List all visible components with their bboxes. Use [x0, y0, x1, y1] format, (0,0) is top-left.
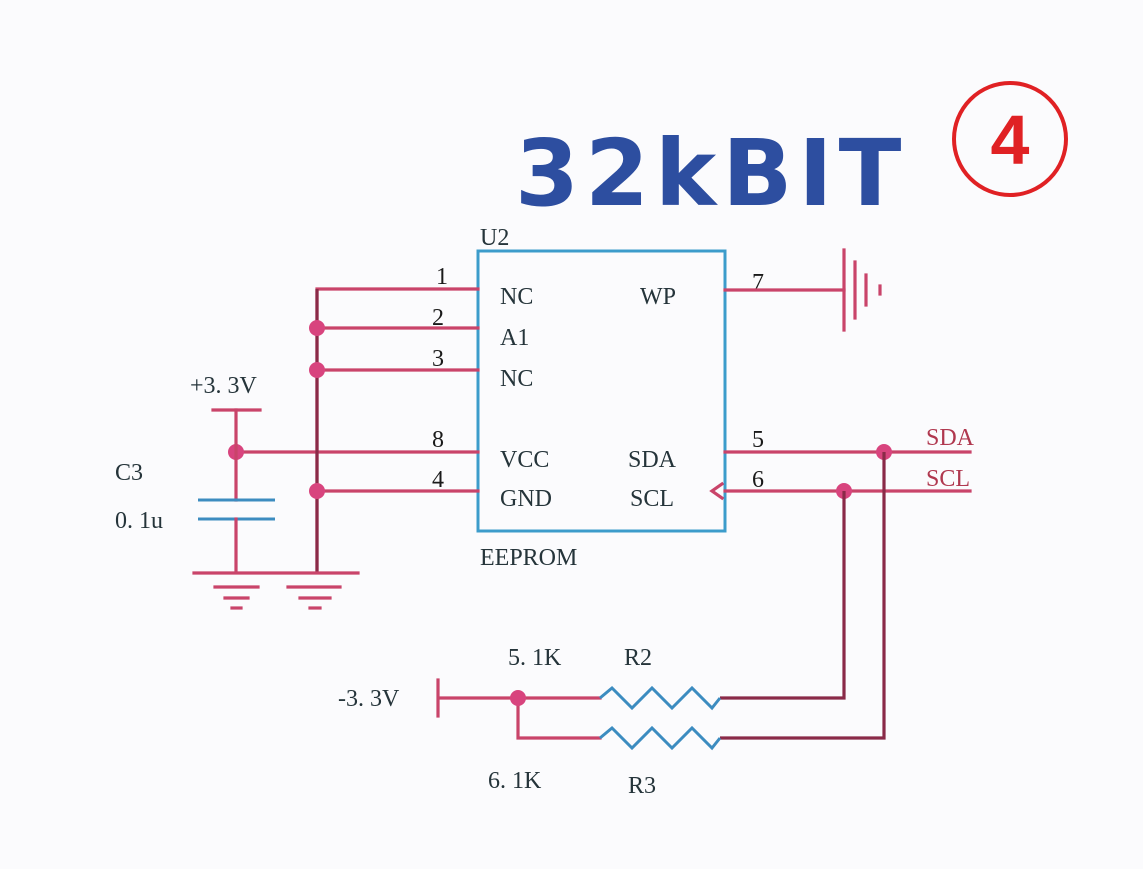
- junction-dot: [309, 483, 325, 499]
- chip-ref-label: U2: [480, 225, 509, 251]
- pin-number-7: 7: [752, 270, 764, 296]
- badge-number: 4: [991, 101, 1030, 179]
- step-badge: 4: [952, 81, 1068, 197]
- pin-number-1: 1: [436, 264, 448, 290]
- pin-number-5: 5: [752, 427, 764, 453]
- pin-name-a1: A1: [500, 325, 529, 351]
- wire-r3-left: [516, 696, 602, 740]
- supply-minus-label: -3. 3V: [338, 686, 400, 712]
- pin-number-3: 3: [432, 346, 444, 372]
- net-label-scl: SCL: [926, 466, 970, 492]
- r2-ref-label: R2: [624, 645, 652, 671]
- wire-scl-pullup: [720, 491, 846, 700]
- junction-dot: [510, 690, 526, 706]
- capacitor-ref-label: C3: [115, 460, 143, 486]
- wire-sda-pullup: [720, 452, 886, 740]
- net-label-sda: SDA: [926, 425, 975, 451]
- junction-dot: [309, 362, 325, 378]
- r3-value-label: 6. 1K: [488, 768, 542, 794]
- chip-type-label: EEPROM: [480, 545, 577, 571]
- r3-ref-label: R3: [628, 773, 656, 799]
- resistor-r3-icon: [599, 725, 722, 751]
- eeprom-chip-body: [476, 249, 727, 533]
- pin-name-sda: SDA: [628, 447, 677, 473]
- ground-icon: [842, 248, 882, 332]
- pin-number-4: 4: [432, 467, 444, 493]
- badge-circle: [952, 81, 1068, 197]
- left-wires: [234, 287, 480, 574]
- wire-pin1: [315, 287, 480, 574]
- pin-name-wp: WP: [640, 284, 676, 310]
- pin-name-nc1: NC: [500, 284, 533, 310]
- supply-plus-label: +3. 3V: [190, 373, 258, 399]
- pin-name-vcc: VCC: [500, 447, 549, 473]
- ground-icon: [192, 571, 360, 610]
- pin-name-gnd: GND: [500, 486, 552, 512]
- pin-number-6: 6: [752, 467, 764, 493]
- pin-name-nc3: NC: [500, 366, 533, 392]
- resistor-r2-icon: [599, 685, 722, 711]
- pin-number-8: 8: [432, 427, 444, 453]
- r2-value-label: 5. 1K: [508, 645, 562, 671]
- capacitor-value-label: 0. 1u: [115, 508, 163, 534]
- pin-number-2: 2: [432, 305, 444, 331]
- title-label: 32kBIT: [515, 120, 907, 227]
- junction-dot: [309, 320, 325, 336]
- scl-input-arrow-icon: [709, 481, 725, 501]
- pin-name-scl: SCL: [630, 486, 674, 512]
